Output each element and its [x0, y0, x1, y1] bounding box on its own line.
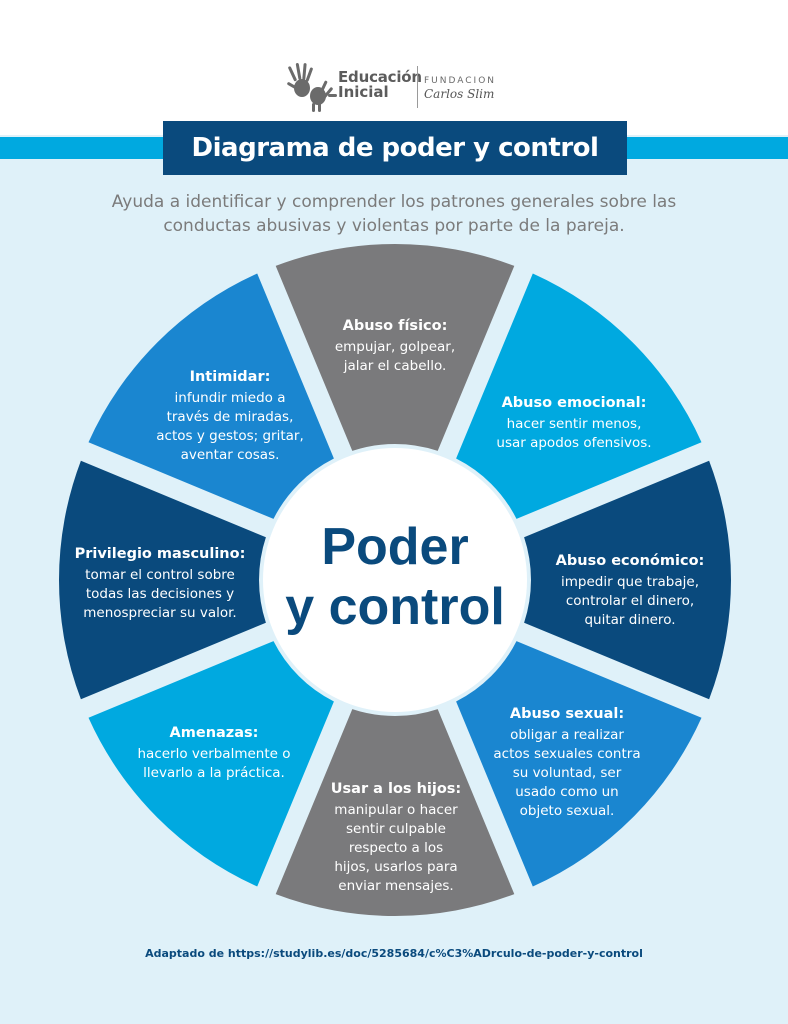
segment-text-male-privilege: menospreciar su valor. — [83, 605, 236, 621]
logo-text-line2: Inicial — [338, 83, 389, 101]
segment-text-using-children: sentir culpable — [346, 821, 446, 837]
logo: Educación Inicial FUNDACION Carlos Slim — [282, 58, 522, 114]
segment-text-emotional-abuse: hacer sentir menos, — [507, 416, 642, 432]
segment-text-using-children: respecto a los — [349, 840, 443, 856]
segment-title-male-privilege: Privilegio masculino: — [75, 546, 246, 562]
segment-title-physical-abuse: Abuso físico: — [343, 318, 448, 334]
segment-text-intimidation: aventar cosas. — [181, 447, 280, 463]
segment-text-emotional-abuse: usar apodos ofensivos. — [496, 435, 651, 451]
segment-text-using-children: manipular o hacer — [334, 802, 458, 818]
segment-text-sexual-abuse: su voluntad, ser — [513, 765, 622, 781]
segment-text-physical-abuse: jalar el cabello. — [343, 358, 447, 374]
segment-text-using-children: enviar mensajes. — [338, 878, 453, 894]
segment-text-physical-abuse: empujar, golpear, — [335, 339, 455, 355]
subtitle-line: conductas abusivas y violentas por parte… — [163, 216, 625, 236]
wheel-segment-sexual-abuse — [456, 641, 702, 887]
wheel-segment-male-privilege — [59, 460, 266, 700]
title-banner: Diagrama de poder y control — [163, 121, 627, 175]
segment-text-intimidation: actos y gestos; gritar, — [156, 428, 303, 444]
page-title: Diagrama de poder y control — [191, 133, 599, 163]
logo-signature: Carlos Slim — [424, 87, 495, 101]
wheel-segment-threats — [88, 641, 334, 887]
segment-text-using-children: hijos, usarlos para — [334, 859, 457, 875]
subtitle-line: Ayuda a identificar y comprender los pat… — [111, 192, 677, 212]
segment-text-threats: llevarlo a la práctica. — [143, 765, 285, 781]
segment-title-threats: Amenazas: — [170, 725, 259, 741]
logo-foundation: FUNDACION — [424, 76, 497, 86]
wheel-segment-physical-abuse — [275, 244, 515, 451]
segment-text-intimidation: infundir miedo a — [175, 390, 286, 406]
wheel-segment-intimidation — [88, 273, 334, 519]
segment-title-intimidation: Intimidar: — [190, 369, 271, 385]
logo-divider — [417, 66, 418, 108]
subtitle: Ayuda a identificar y comprender los pat… — [60, 190, 728, 238]
wheel-segment-economic-abuse — [524, 460, 731, 700]
segment-text-male-privilege: tomar el control sobre — [85, 567, 235, 583]
segment-title-sexual-abuse: Abuso sexual: — [510, 706, 624, 722]
segment-title-using-children: Usar a los hijos: — [331, 781, 462, 797]
hands-logo-icon — [287, 63, 337, 112]
segment-text-male-privilege: todas las decisiones y — [86, 586, 234, 602]
segment-text-sexual-abuse: objeto sexual. — [520, 803, 615, 819]
header-background — [0, 0, 788, 135]
segment-text-intimidation: través de miradas, — [167, 409, 294, 425]
wheel-segment-using-children — [275, 709, 515, 916]
center-label-line2: y control — [285, 578, 505, 636]
segment-title-economic-abuse: Abuso económico: — [556, 553, 705, 569]
segment-text-sexual-abuse: obligar a realizar — [510, 727, 624, 743]
logo-text-line1: Educación — [338, 68, 422, 86]
segment-text-sexual-abuse: usado como un — [515, 784, 618, 800]
segment-text-sexual-abuse: actos sexuales contra — [493, 746, 640, 762]
source-credit: Adaptado de https://studylib.es/doc/5285… — [145, 947, 643, 960]
segment-text-economic-abuse: impedir que trabaje, — [561, 574, 699, 590]
wheel-segment-emotional-abuse — [456, 273, 702, 519]
center-label-line1: Poder — [321, 518, 468, 576]
segment-text-economic-abuse: quitar dinero. — [584, 612, 675, 628]
center-circle — [263, 448, 527, 712]
segment-text-economic-abuse: controlar el dinero, — [566, 593, 694, 609]
segment-title-emotional-abuse: Abuso emocional: — [502, 395, 647, 411]
segment-text-threats: hacerlo verbalmente o — [137, 746, 290, 762]
